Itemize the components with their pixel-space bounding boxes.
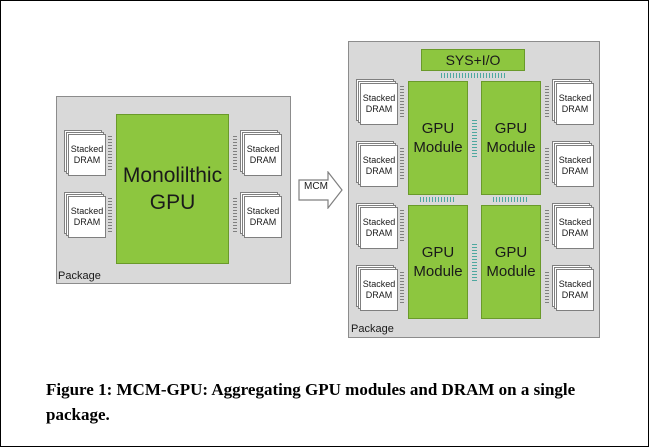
dram-label: Stacked DRAM (556, 269, 594, 311)
module-connector (493, 197, 529, 202)
gpu-module-top-left: GPU Module (408, 81, 468, 195)
stacked-dram-left-2: Stacked DRAM (64, 192, 106, 238)
module-connector (472, 244, 477, 282)
stacked-dram-right-1: Stacked DRAM (356, 79, 398, 125)
left-package-label: Package (58, 270, 101, 282)
dram-connector (233, 198, 237, 232)
sysio-connector (441, 73, 505, 78)
gpu-module-top-right: GPU Module (481, 81, 541, 195)
dram-label: Stacked DRAM (244, 196, 282, 238)
stacked-dram-left-1: Stacked DRAM (64, 130, 106, 176)
figure-caption: Figure 1: MCM-GPU: Aggregating GPU modul… (46, 380, 576, 424)
dram-connector (545, 272, 549, 304)
gpu-module-label: GPU Module (413, 120, 463, 156)
gpu-module-label: GPU Module (413, 244, 463, 280)
gpu-module-label: GPU Module (486, 120, 536, 156)
right-package-label: Package (351, 323, 394, 335)
stacked-dram-left-4: Stacked DRAM (240, 192, 282, 238)
monolithic-gpu-label: Monolilthic GPU (122, 164, 223, 214)
dram-connector (545, 210, 549, 242)
dram-connector (400, 210, 404, 242)
stacked-dram-right-5: Stacked DRAM (552, 79, 594, 125)
dram-label: Stacked DRAM (244, 134, 282, 176)
dram-label: Stacked DRAM (360, 269, 398, 311)
dram-connector (108, 198, 112, 232)
stacked-dram-right-8: Stacked DRAM (552, 265, 594, 311)
gpu-module-bottom-left: GPU Module (408, 205, 468, 319)
monolithic-gpu: Monolilthic GPU (116, 114, 229, 264)
module-connector (472, 120, 477, 158)
dram-connector (400, 148, 404, 180)
dram-connector (545, 148, 549, 180)
dram-connector (400, 272, 404, 304)
dram-label: Stacked DRAM (556, 145, 594, 187)
gpu-module-bottom-right: GPU Module (481, 205, 541, 319)
dram-connector (108, 136, 112, 170)
dram-label: Stacked DRAM (360, 145, 398, 187)
module-connector (420, 197, 456, 202)
mcm-arrow-label: MCM (304, 181, 328, 192)
dram-label: Stacked DRAM (68, 196, 106, 238)
sys-io-block: SYS+I/O (421, 49, 525, 71)
dram-label: Stacked DRAM (556, 83, 594, 125)
stacked-dram-right-4: Stacked DRAM (356, 265, 398, 311)
dram-label: Stacked DRAM (68, 134, 106, 176)
dram-connector (400, 86, 404, 118)
stacked-dram-right-7: Stacked DRAM (552, 203, 594, 249)
dram-connector (233, 136, 237, 170)
mcm-arrow-icon (298, 171, 343, 209)
dram-label: Stacked DRAM (360, 207, 398, 249)
stacked-dram-right-3: Stacked DRAM (356, 203, 398, 249)
stacked-dram-right-2: Stacked DRAM (356, 141, 398, 187)
stacked-dram-right-6: Stacked DRAM (552, 141, 594, 187)
sys-io-label: SYS+I/O (445, 52, 501, 68)
stacked-dram-left-3: Stacked DRAM (240, 130, 282, 176)
dram-label: Stacked DRAM (556, 207, 594, 249)
dram-label: Stacked DRAM (360, 83, 398, 125)
dram-connector (545, 86, 549, 118)
gpu-module-label: GPU Module (486, 244, 536, 280)
